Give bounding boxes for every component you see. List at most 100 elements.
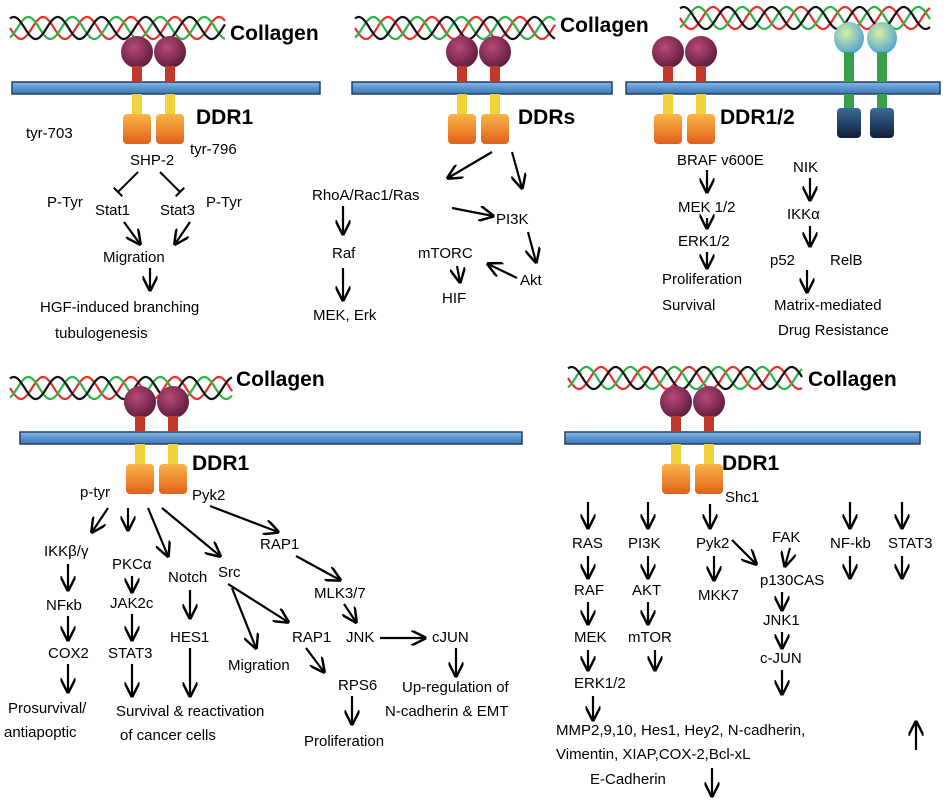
activation-arrow bbox=[448, 151, 493, 178]
p4-rap1-lower: RAP1 bbox=[292, 629, 331, 646]
transmembrane-segment bbox=[132, 94, 142, 114]
activation-arrow bbox=[175, 221, 191, 244]
collagen-strand bbox=[9, 375, 233, 401]
p2-collagen-label: Collagen bbox=[560, 14, 649, 37]
kinase-domain bbox=[687, 114, 715, 144]
p1-membrane bbox=[11, 81, 321, 95]
p4-migration: Migration bbox=[228, 657, 290, 674]
p5-fak: FAK bbox=[772, 529, 800, 546]
transmembrane-segment bbox=[135, 444, 145, 464]
p3-membrane bbox=[625, 81, 941, 95]
p5-stat3: STAT3 bbox=[888, 535, 932, 552]
discoidin-domain bbox=[157, 386, 189, 418]
p2-mtorc: mTORC bbox=[418, 245, 473, 262]
p1-migration: Migration bbox=[103, 249, 165, 266]
collagen-strand bbox=[9, 375, 233, 401]
p5-ras: RAS bbox=[572, 535, 603, 552]
p1-branching: HGF-induced branching bbox=[40, 299, 199, 316]
activation-arrow bbox=[92, 507, 109, 532]
p3-nik: NIK bbox=[793, 159, 818, 176]
receptors bbox=[121, 22, 897, 494]
inhibition-bar bbox=[175, 187, 185, 197]
p4-pkca: PKCα bbox=[112, 556, 152, 573]
p4-upregulation: Up-regulation of bbox=[402, 679, 510, 696]
inhibition-line bbox=[159, 171, 181, 193]
p4-prosurvival: Prosurvival/ bbox=[8, 700, 87, 717]
co-receptor-stalk bbox=[877, 52, 887, 82]
collagen-strand bbox=[567, 365, 803, 391]
p4-jnk: JNK bbox=[346, 629, 374, 646]
kinase-domain bbox=[695, 464, 723, 494]
p2-hif: HIF bbox=[442, 290, 466, 307]
transmembrane-segment bbox=[457, 94, 467, 114]
p4-mlk37: MLK3/7 bbox=[314, 585, 366, 602]
p4-hes1: HES1 bbox=[170, 629, 209, 646]
p1-tyr796: tyr-796 bbox=[190, 141, 237, 158]
p1-tubulogenesis: tubulogenesis bbox=[55, 325, 148, 342]
p3-matrix-mediated: Matrix-mediated bbox=[774, 297, 882, 314]
p1-shp2: SHP-2 bbox=[130, 152, 174, 169]
collagen-strand bbox=[567, 365, 803, 391]
p4-receptor-label: DDR1 bbox=[192, 452, 249, 475]
p4-jak2c: JAK2c bbox=[110, 595, 154, 612]
p4-antiapoptic: antiapoptic bbox=[4, 724, 77, 741]
receptor-stalk bbox=[457, 66, 467, 82]
p1-receptor-label: DDR1 bbox=[196, 106, 253, 129]
collagen-helices bbox=[9, 5, 931, 401]
discoidin-domain bbox=[446, 36, 478, 68]
p5-pyk2: Pyk2 bbox=[696, 535, 729, 552]
kinase-domain bbox=[481, 114, 509, 144]
receptor-stalk bbox=[490, 66, 500, 82]
p1-collagen-label: Collagen bbox=[230, 22, 319, 45]
p5-raf: RAF bbox=[574, 582, 604, 599]
transmembrane-segment bbox=[671, 444, 681, 464]
p4-cox2: COX2 bbox=[48, 645, 89, 662]
transmembrane-segment bbox=[165, 94, 175, 114]
activation-arrow bbox=[451, 208, 493, 216]
kinase-domain bbox=[448, 114, 476, 144]
collagen-strand bbox=[679, 5, 931, 31]
p3-relb: RelB bbox=[830, 252, 863, 269]
activation-arrow bbox=[227, 583, 288, 622]
p2-mek-erk: MEK, Erk bbox=[313, 307, 377, 324]
p3-braf-v600e: BRAF v600E bbox=[677, 152, 764, 169]
activation-arrow bbox=[731, 539, 756, 564]
activation-arrow bbox=[344, 603, 356, 622]
p5-pi3k: PI3K bbox=[628, 535, 661, 552]
receptor-stalk bbox=[696, 66, 706, 82]
p5-mtor: mTOR bbox=[628, 629, 672, 646]
kinase-domain bbox=[159, 464, 187, 494]
p4-ncadherin-emt: N-cadherin & EMT bbox=[385, 703, 508, 720]
collagen-strand bbox=[9, 15, 226, 41]
p4-src: Src bbox=[218, 564, 241, 581]
p3-collagen-helix bbox=[679, 5, 931, 31]
p2-pi3k: PI3K bbox=[496, 211, 529, 228]
receptor-stalk bbox=[671, 416, 681, 432]
p3-drug-resistance: Drug Resistance bbox=[778, 322, 889, 339]
transmembrane-segment bbox=[663, 94, 673, 114]
arrows bbox=[68, 151, 916, 796]
collagen-strand bbox=[9, 375, 233, 401]
p4-rps6: RPS6 bbox=[338, 677, 377, 694]
p5-membrane bbox=[564, 431, 921, 445]
kinase-domain bbox=[123, 114, 151, 144]
p1-collagen-helix bbox=[9, 15, 226, 41]
receptor-stalk bbox=[132, 66, 142, 82]
p3-erk12: ERK1/2 bbox=[678, 233, 730, 250]
co-receptor-head bbox=[834, 22, 864, 54]
p5-shc1: Shc1 bbox=[725, 489, 759, 506]
p4-rap1-top: RAP1 bbox=[260, 536, 299, 553]
p2-collagen-helix bbox=[354, 15, 556, 41]
p5-ddr1-receptor bbox=[660, 386, 725, 494]
p4-proliferation: Proliferation bbox=[304, 733, 384, 750]
p5-collagen-label: Collagen bbox=[808, 368, 897, 391]
p5-vimentin-list: Vimentin, XIAP,COX-2,Bcl-xL bbox=[556, 746, 751, 763]
co-receptor-head bbox=[867, 22, 897, 54]
activation-arrow bbox=[305, 647, 324, 672]
p4-notch: Notch bbox=[168, 569, 207, 586]
p5-nfkb: NF-kb bbox=[830, 535, 871, 552]
p4-survival-reactivation: Survival & reactivation bbox=[116, 703, 264, 720]
p4-of-cancer-cells: of cancer cells bbox=[120, 727, 216, 744]
collagen-strand bbox=[9, 15, 226, 41]
